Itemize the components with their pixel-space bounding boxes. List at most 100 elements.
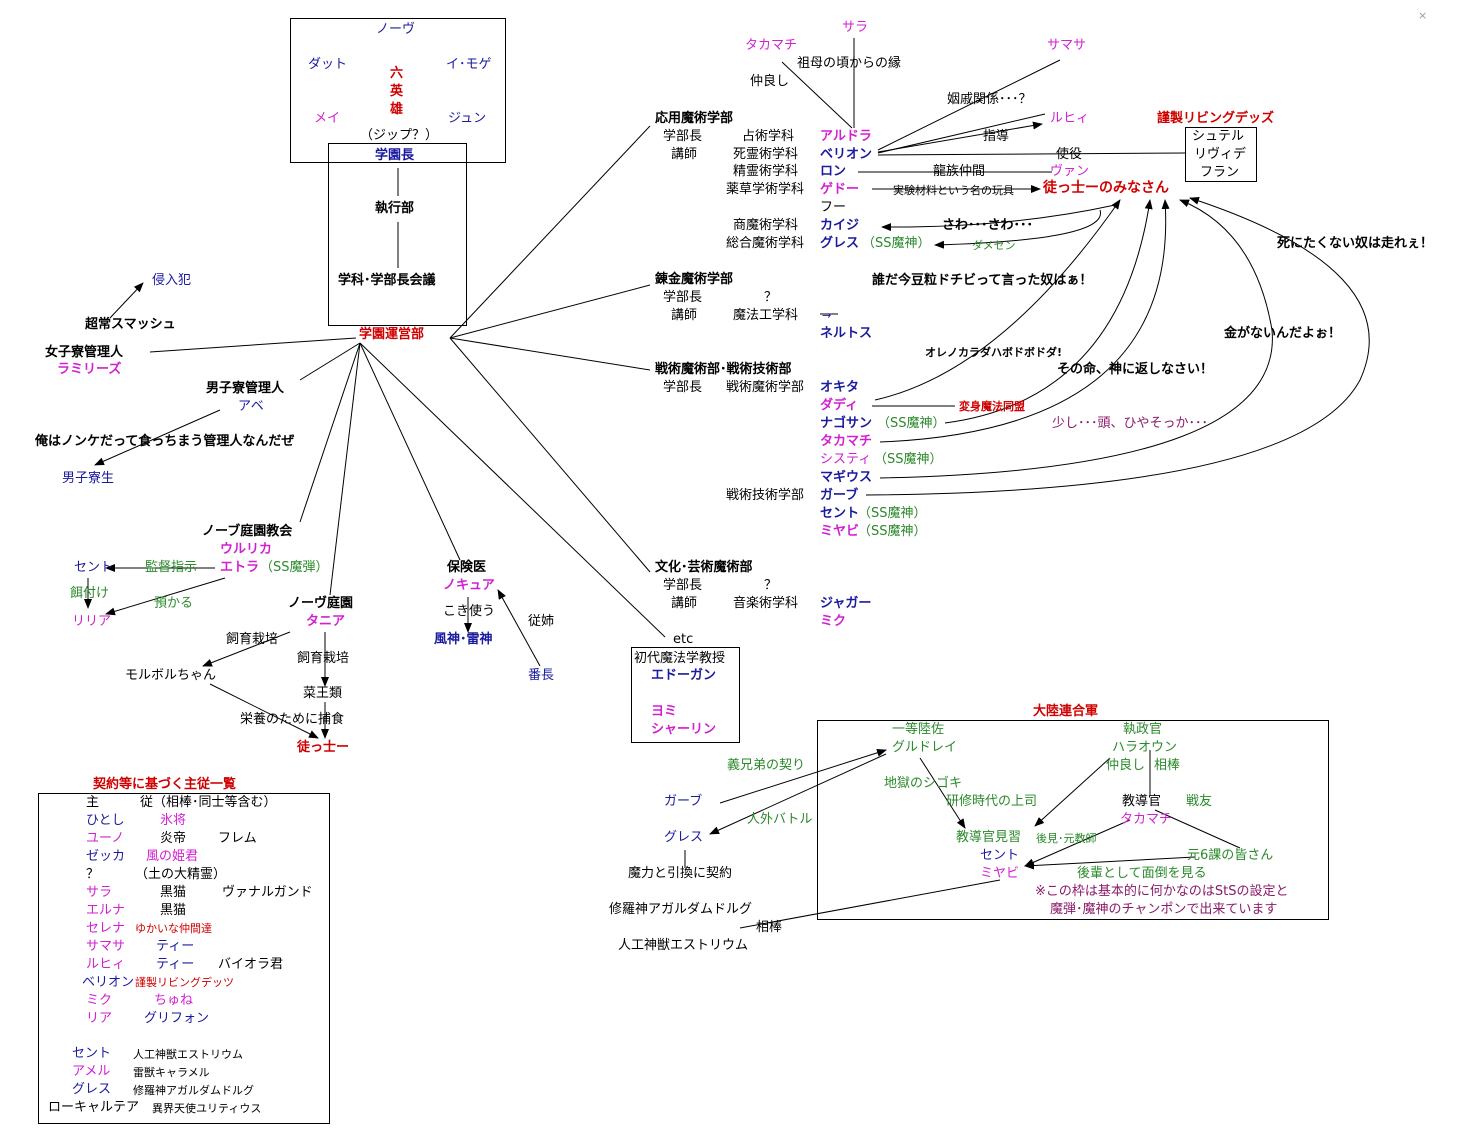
contract-master: アメル	[72, 1064, 111, 1079]
nakayoshi: 仲良し	[750, 74, 790, 89]
jaguar: ジャガー	[820, 596, 872, 611]
hero-jip: （ジップ？）	[360, 128, 439, 143]
apprentices: 徒っ士ーのみなさん	[1043, 180, 1169, 196]
nagosan-type: （SS魔神）	[877, 416, 946, 431]
ron: ロン	[820, 164, 847, 179]
army-title: 大陸連合軍	[1033, 704, 1099, 719]
dragon-friend: 龍族仲間	[933, 164, 986, 179]
six-heroes-box	[290, 18, 506, 163]
nocure: ノキュア	[443, 578, 495, 593]
sawa: さわ･･･さわ･･･	[942, 218, 1034, 233]
contract-servant: ティー	[156, 939, 195, 954]
servant-label: 使役	[1056, 147, 1083, 162]
van: ヴァン	[1050, 164, 1090, 179]
cousin-label: 従姉	[528, 614, 555, 629]
contract-servant: 風の姫君	[146, 849, 199, 864]
takamachi-top: タカマチ	[745, 38, 798, 53]
contract-servant: 炎帝	[160, 831, 187, 846]
aldora: アルドラ	[820, 129, 872, 144]
liria: リリア	[72, 614, 112, 629]
brother: 義兄弟の契り	[727, 758, 806, 773]
contract-servant: グリフォン	[144, 1011, 210, 1026]
contract-master: ユーノ	[86, 831, 125, 846]
banchou: 番長	[528, 668, 555, 683]
nagosan: ナゴサン	[820, 416, 873, 431]
contract-master: エルナ	[86, 903, 126, 918]
yomi: ヨミ	[651, 704, 678, 719]
contract-master: ローキャルテア	[48, 1100, 140, 1115]
miku: ミク	[820, 614, 847, 629]
church: ノーブ庭園教会	[202, 524, 293, 539]
men-dorm-students: 男子寮生	[62, 471, 115, 486]
sent-type: （SS魔神）	[858, 506, 927, 521]
arrow-icon: →	[822, 309, 832, 322]
nutrition-label: 栄養のために捕食	[240, 712, 345, 727]
orenokarada: オレノカラダハボドボドダ!	[925, 346, 1063, 359]
hell-training: 地獄のシゴキ	[884, 776, 963, 791]
tania: タニア	[306, 614, 346, 629]
magius: マギウス	[820, 470, 873, 485]
council: 学科･学部長会議	[338, 273, 436, 288]
in-law: 姻戚関係･･･？	[947, 92, 1032, 107]
army-miyabi: ミヤビ	[980, 866, 1020, 881]
cool: 少し･･･頭、ひやそっか･･･	[1052, 416, 1209, 431]
miyabi: ミヤビ	[820, 524, 860, 539]
gedo: ゲドー	[820, 182, 860, 197]
close-icon[interactable]: ×	[1418, 9, 1428, 22]
tactical-dean: 学部長	[663, 380, 703, 395]
berion: ベリオン	[820, 147, 873, 162]
hero-imoge: イ･モゲ	[446, 57, 492, 72]
gures-type: （SS魔神）	[862, 236, 931, 251]
contract-master: ？	[86, 867, 100, 882]
management: 学園運営部	[359, 327, 425, 342]
contract-servant: 黒猫	[160, 885, 187, 900]
former6: 元6課の皆さん	[1187, 848, 1274, 863]
contract-master: ミク	[86, 993, 113, 1008]
gures: グレス	[820, 236, 860, 251]
tactical-faculty: 戦術魔術部･戦術技術部	[655, 362, 792, 377]
music: 音楽術学科	[733, 596, 799, 611]
alchemy-dean: 学部長	[663, 290, 703, 305]
kaiji: カイジ	[820, 218, 860, 233]
wind-thunder: 風神･雷神	[434, 632, 493, 647]
damesen: ダメセン	[972, 239, 1016, 252]
tactical-tech: 戦術技術学部	[726, 488, 805, 503]
super-smash: 超常スマッシュ	[85, 317, 176, 332]
entrust-label: 預かる	[154, 596, 194, 611]
human-battle: 人外バトル	[747, 812, 813, 827]
samasa: サマサ	[1047, 38, 1087, 53]
culture-faculty: 文化･芸術魔術部	[655, 560, 753, 575]
contract-header-servant: 従（相棒･同士等含む）	[140, 795, 277, 810]
contract-servant: ティー	[156, 957, 195, 972]
fran: フラン	[1200, 165, 1240, 180]
training-boss: 研修時代の上司	[946, 794, 1038, 809]
culture-dean-unknown: ？	[764, 578, 778, 593]
gab: ガーブ	[820, 488, 859, 503]
applied-faculty: 応用魔術学部	[655, 111, 734, 126]
senior: 後見･元教師	[1036, 832, 1097, 845]
alchemy-dean-unknown: ？	[764, 290, 778, 305]
kokitsukau: こき使う	[443, 604, 496, 619]
first-lt: 一等陸佐	[892, 722, 945, 737]
ramiris: ラミリーズ	[57, 362, 122, 377]
nerutos: ネルトス	[820, 326, 873, 341]
admin-box	[328, 143, 467, 326]
culture-lecturer: 講師	[671, 596, 698, 611]
shido: 指導	[983, 129, 1010, 144]
gurdrei: グルドレイ	[892, 740, 958, 755]
alchemy-lecturer: 講師	[671, 308, 698, 323]
shura: 修羅神アガルダムドルグ	[609, 902, 753, 917]
contract-servant: 人工神獣エストリウム	[133, 1048, 243, 1061]
sisty-type: （SS魔神）	[874, 452, 943, 467]
applied-lecturer: 講師	[671, 147, 698, 162]
army-aibou: 相棒	[1154, 758, 1181, 773]
henshin: 変身魔法同盟	[959, 400, 1025, 413]
men-dorm-manager: 男子寮管理人	[206, 381, 285, 396]
contract-master: ベリオン	[82, 975, 135, 990]
army-note-2: 魔弾･魔神のチャンポンで出来ています	[1050, 902, 1278, 917]
contract-master: セレナ	[86, 921, 126, 936]
six-heroes-title-1: 六	[390, 66, 404, 81]
dadi: ダディ	[820, 398, 859, 413]
artificial: 人工神獣エストリウム	[618, 938, 749, 953]
